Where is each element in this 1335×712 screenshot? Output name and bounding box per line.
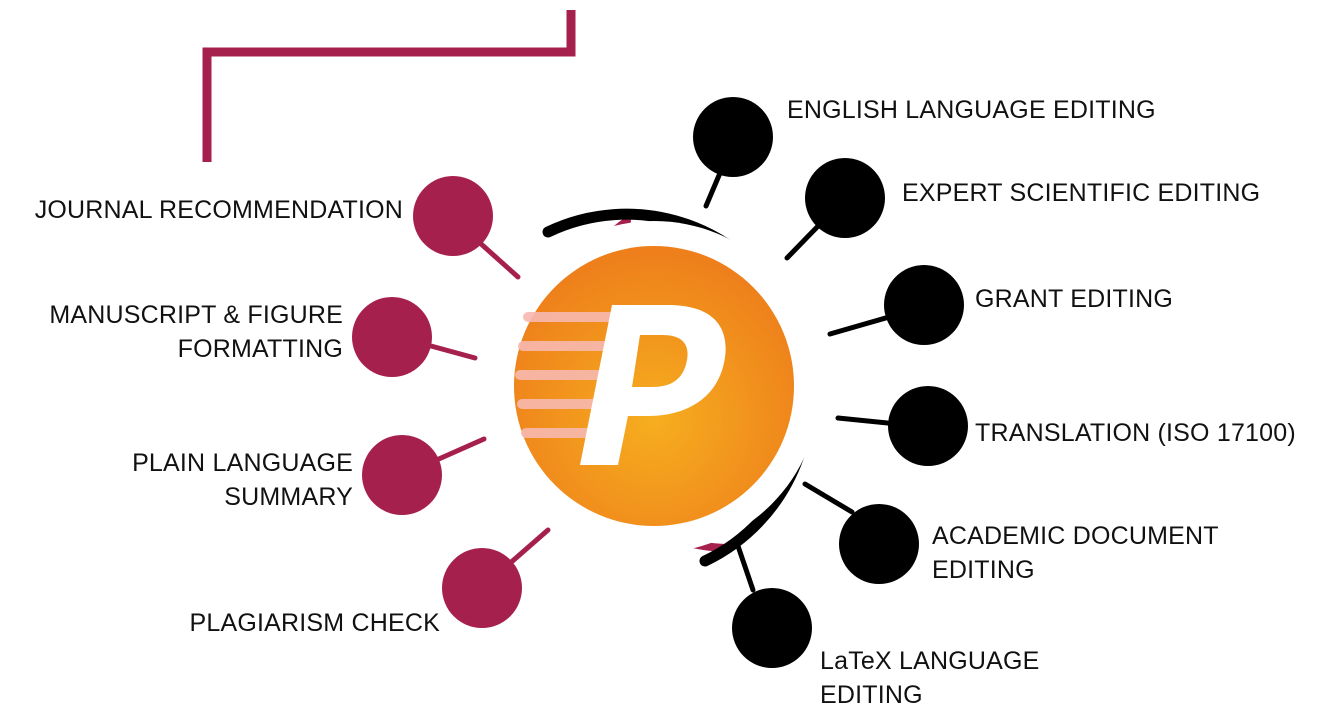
node-plagiarism-check[interactable] [442, 548, 522, 628]
right-nodes [693, 97, 968, 668]
label-expert-scientific-editing[interactable]: EXPERT SCIENTIFIC EDITING [902, 179, 1261, 207]
node-plain-language-summary[interactable] [362, 435, 442, 515]
node-translation[interactable] [888, 386, 968, 466]
bracket-connector [202, 10, 576, 162]
left-nodes [352, 176, 522, 628]
node-english-language-editing[interactable] [693, 97, 773, 177]
right-spokes [703, 163, 901, 593]
node-grant-editing[interactable] [884, 265, 964, 345]
spoke-plain-language [429, 436, 487, 465]
spoke-latex [735, 543, 756, 593]
label-plain-language-summary[interactable]: PLAIN LANGUAGE SUMMARY [132, 449, 353, 511]
spoke-plagiarism [505, 527, 551, 568]
label-journal-recommendation[interactable]: JOURNAL RECOMMENDATION [34, 196, 403, 224]
p-logo-icon: P [514, 246, 794, 526]
spoke-academic [802, 481, 855, 515]
label-english-language-editing[interactable]: ENGLISH LANGUAGE EDITING [787, 96, 1156, 124]
label-grant-editing[interactable]: GRANT EDITING [975, 285, 1173, 313]
spoke-translation [835, 415, 901, 427]
label-manuscript-formatting[interactable]: MANUSCRIPT & FIGURE FORMATTING [49, 301, 343, 363]
speed-lines [515, 312, 615, 438]
node-journal-recommendation[interactable] [413, 176, 493, 256]
spoke-grant [827, 312, 899, 337]
node-expert-scientific-editing[interactable] [805, 158, 885, 238]
label-academic-document-editing[interactable]: ACADEMIC DOCUMENT EDITING [932, 522, 1219, 584]
label-latex-language-editing[interactable]: LaTeX LANGUAGE EDITING [820, 647, 1040, 709]
spoke-journal [477, 240, 521, 280]
label-translation[interactable]: TRANSLATION (ISO 17100) [975, 419, 1296, 447]
node-academic-document-editing[interactable] [839, 504, 919, 584]
node-latex-language-editing[interactable] [732, 588, 812, 668]
node-manuscript-formatting[interactable] [352, 297, 432, 377]
left-spokes [417, 240, 551, 568]
spoke-expert [784, 219, 825, 261]
label-plagiarism-check[interactable]: PLAGIARISM CHECK [189, 609, 440, 637]
p-letter-shape [580, 305, 726, 465]
